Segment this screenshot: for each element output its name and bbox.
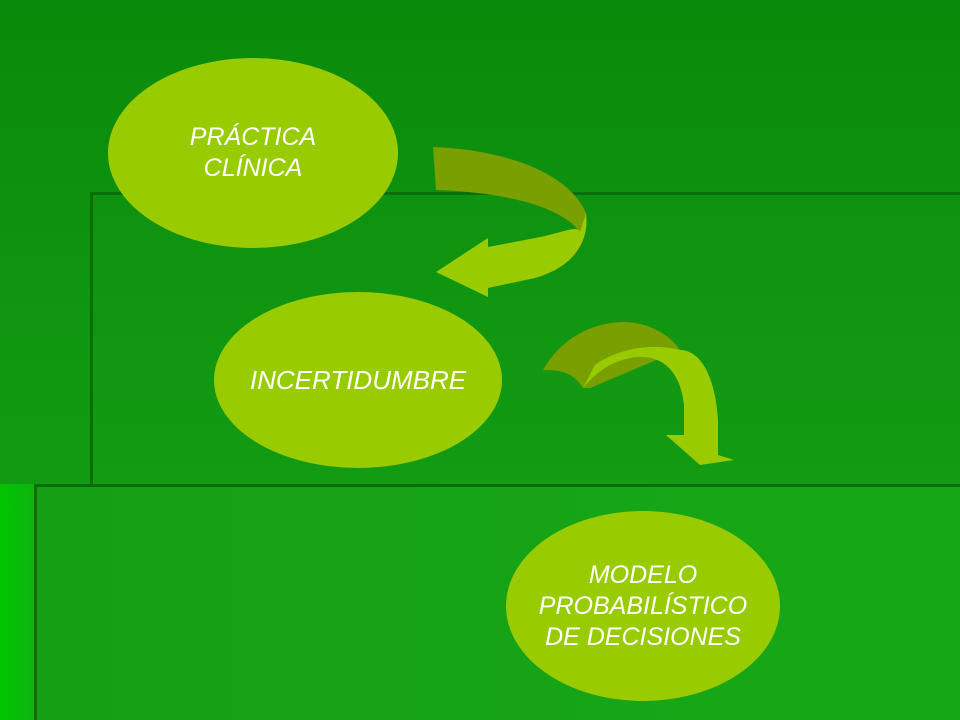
- node-incertidumbre-line1: INCERTIDUMBRE: [249, 364, 467, 395]
- node-modelo-line1: MODELO: [588, 560, 698, 589]
- node-modelo-line3: DE DECISIONES: [545, 622, 741, 651]
- background-panel-lower: [34, 484, 960, 720]
- node-modelo-line2: PROBABILÍSTICO: [538, 591, 748, 620]
- arrow-2-body: [583, 346, 734, 465]
- node-practica-line2: CLÍNICA: [203, 154, 303, 182]
- node-practica-line1: PRÁCTICA: [189, 123, 317, 151]
- node-modelo-probabilistico: MODELO PROBABILÍSTICO DE DECISIONES: [506, 511, 780, 701]
- arrow-incertidumbre-to-modelo: [543, 322, 734, 465]
- background-left-strip: [0, 484, 34, 720]
- node-incertidumbre: INCERTIDUMBRE: [214, 292, 502, 468]
- node-practica-clinica: PRÁCTICA CLÍNICA: [108, 58, 398, 248]
- arrow-1-top-band: [433, 147, 586, 232]
- arrow-2-top-band: [543, 322, 680, 388]
- arrow-1-body: [436, 213, 587, 297]
- arrow-practica-to-incertidumbre: [433, 147, 587, 297]
